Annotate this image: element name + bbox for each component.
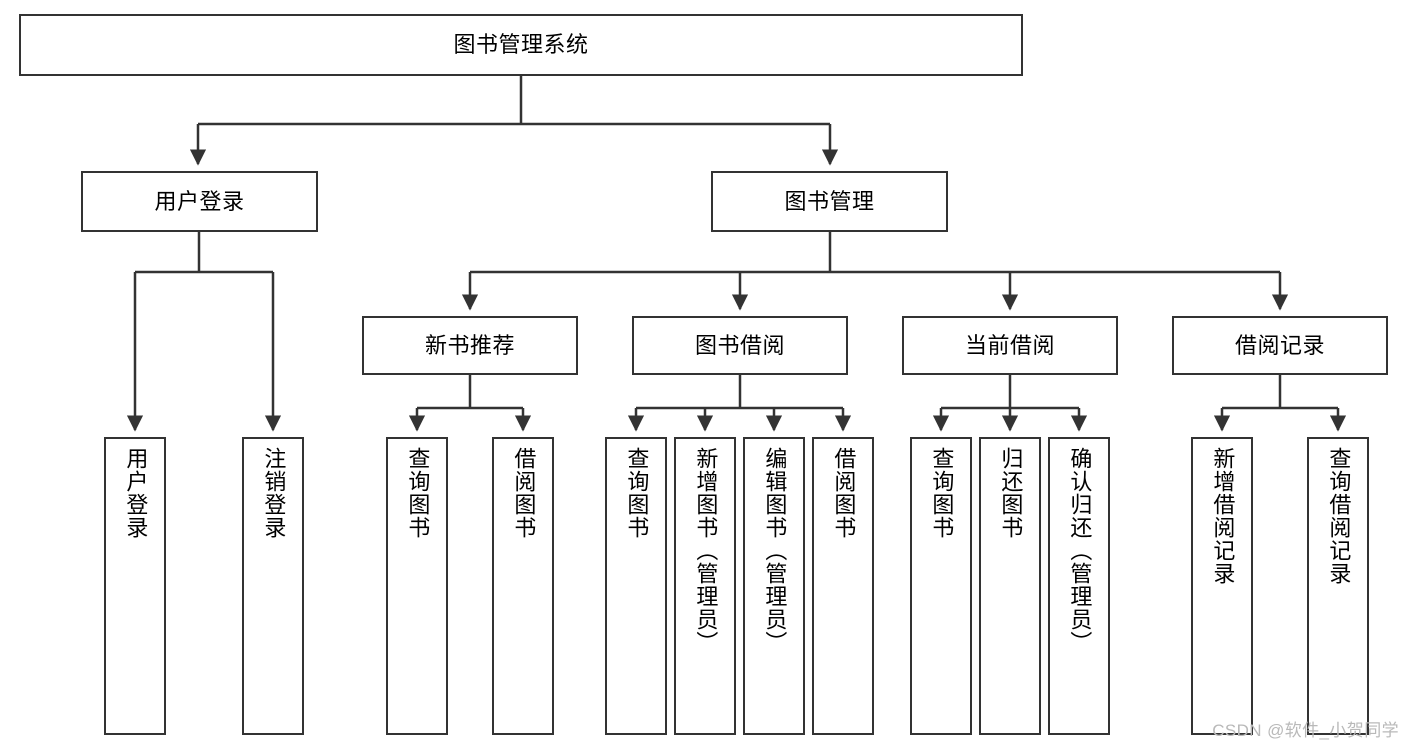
leaf-user-login-logout[interactable]: 注销登录	[242, 437, 304, 735]
node-book-borrow[interactable]: 图书借阅	[632, 316, 848, 375]
leaf-borrow-record-add[interactable]: 新增借阅记录	[1191, 437, 1253, 735]
leaf-label: 新增借阅记录	[1210, 447, 1236, 585]
node-borrow-record-label: 借阅记录	[1234, 332, 1325, 358]
leaf-current-borrow-confirm[interactable]: 确认归还（管理员）	[1048, 437, 1110, 735]
leaf-label: 编辑图书（管理员）	[762, 447, 788, 654]
leaf-label: 借阅图书	[831, 447, 857, 539]
leaf-book-borrow-add[interactable]: 新增图书（管理员）	[674, 437, 736, 735]
node-root-label: 图书管理系统	[453, 32, 589, 58]
node-book-management-label: 图书管理	[784, 188, 875, 214]
leaf-label: 新增图书（管理员）	[693, 447, 719, 654]
leaf-book-borrow-edit[interactable]: 编辑图书（管理员）	[743, 437, 805, 735]
node-book-borrow-label: 图书借阅	[694, 332, 785, 358]
leaf-label: 归还图书	[998, 447, 1024, 539]
node-book-management[interactable]: 图书管理	[711, 171, 948, 232]
node-current-borrow-label: 当前借阅	[964, 332, 1055, 358]
leaf-label: 查询图书	[929, 447, 955, 539]
node-root[interactable]: 图书管理系统	[19, 14, 1023, 76]
leaf-book-borrow-query[interactable]: 查询图书	[605, 437, 667, 735]
leaf-current-borrow-query[interactable]: 查询图书	[910, 437, 972, 735]
leaf-label: 查询借阅记录	[1326, 447, 1352, 585]
leaf-label: 注销登录	[261, 447, 287, 539]
node-new-book-recommend[interactable]: 新书推荐	[362, 316, 578, 375]
node-user-login[interactable]: 用户登录	[81, 171, 318, 232]
leaf-current-borrow-return[interactable]: 归还图书	[979, 437, 1041, 735]
node-user-login-label: 用户登录	[154, 188, 245, 214]
csdn-watermark: CSDN @软件_小贺同学	[1212, 721, 1399, 740]
node-new-book-recommend-label: 新书推荐	[424, 332, 515, 358]
node-borrow-record[interactable]: 借阅记录	[1172, 316, 1388, 375]
leaf-label: 确认归还（管理员）	[1067, 447, 1093, 654]
leaf-book-borrow-lend[interactable]: 借阅图书	[812, 437, 874, 735]
node-current-borrow[interactable]: 当前借阅	[902, 316, 1118, 375]
leaf-borrow-record-query[interactable]: 查询借阅记录	[1307, 437, 1369, 735]
leaf-user-login-login[interactable]: 用户登录	[104, 437, 166, 735]
leaf-label: 用户登录	[123, 447, 149, 539]
leaf-label: 查询图书	[624, 447, 650, 539]
leaf-new-book-query[interactable]: 查询图书	[386, 437, 448, 735]
leaf-new-book-borrow[interactable]: 借阅图书	[492, 437, 554, 735]
leaf-label: 借阅图书	[511, 447, 537, 539]
leaf-label: 查询图书	[405, 447, 431, 539]
